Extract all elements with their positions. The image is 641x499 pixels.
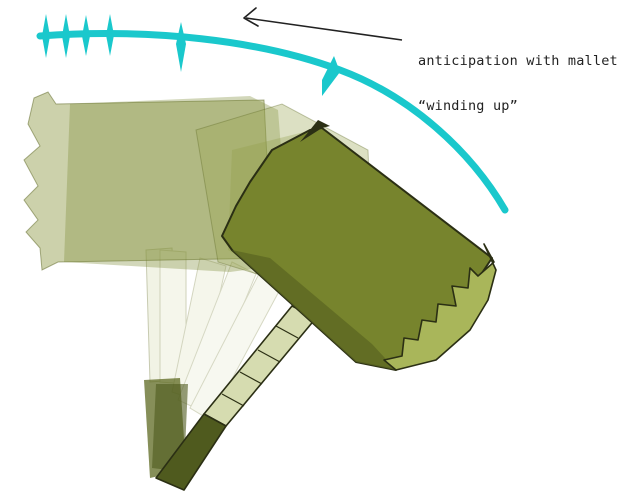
- motion-tick-5: [176, 22, 186, 72]
- motion-tick-4: [106, 14, 114, 56]
- annotation-line-2: “winding up”: [418, 99, 618, 114]
- annotation-arrow: [244, 8, 402, 40]
- motion-tick-1: [42, 14, 50, 58]
- motion-tick-3: [82, 15, 90, 56]
- motion-tick-2: [62, 14, 70, 58]
- annotation-line-1: anticipation with mallet: [418, 54, 618, 69]
- annotation-text: anticipation with mallet “winding up”: [418, 24, 618, 129]
